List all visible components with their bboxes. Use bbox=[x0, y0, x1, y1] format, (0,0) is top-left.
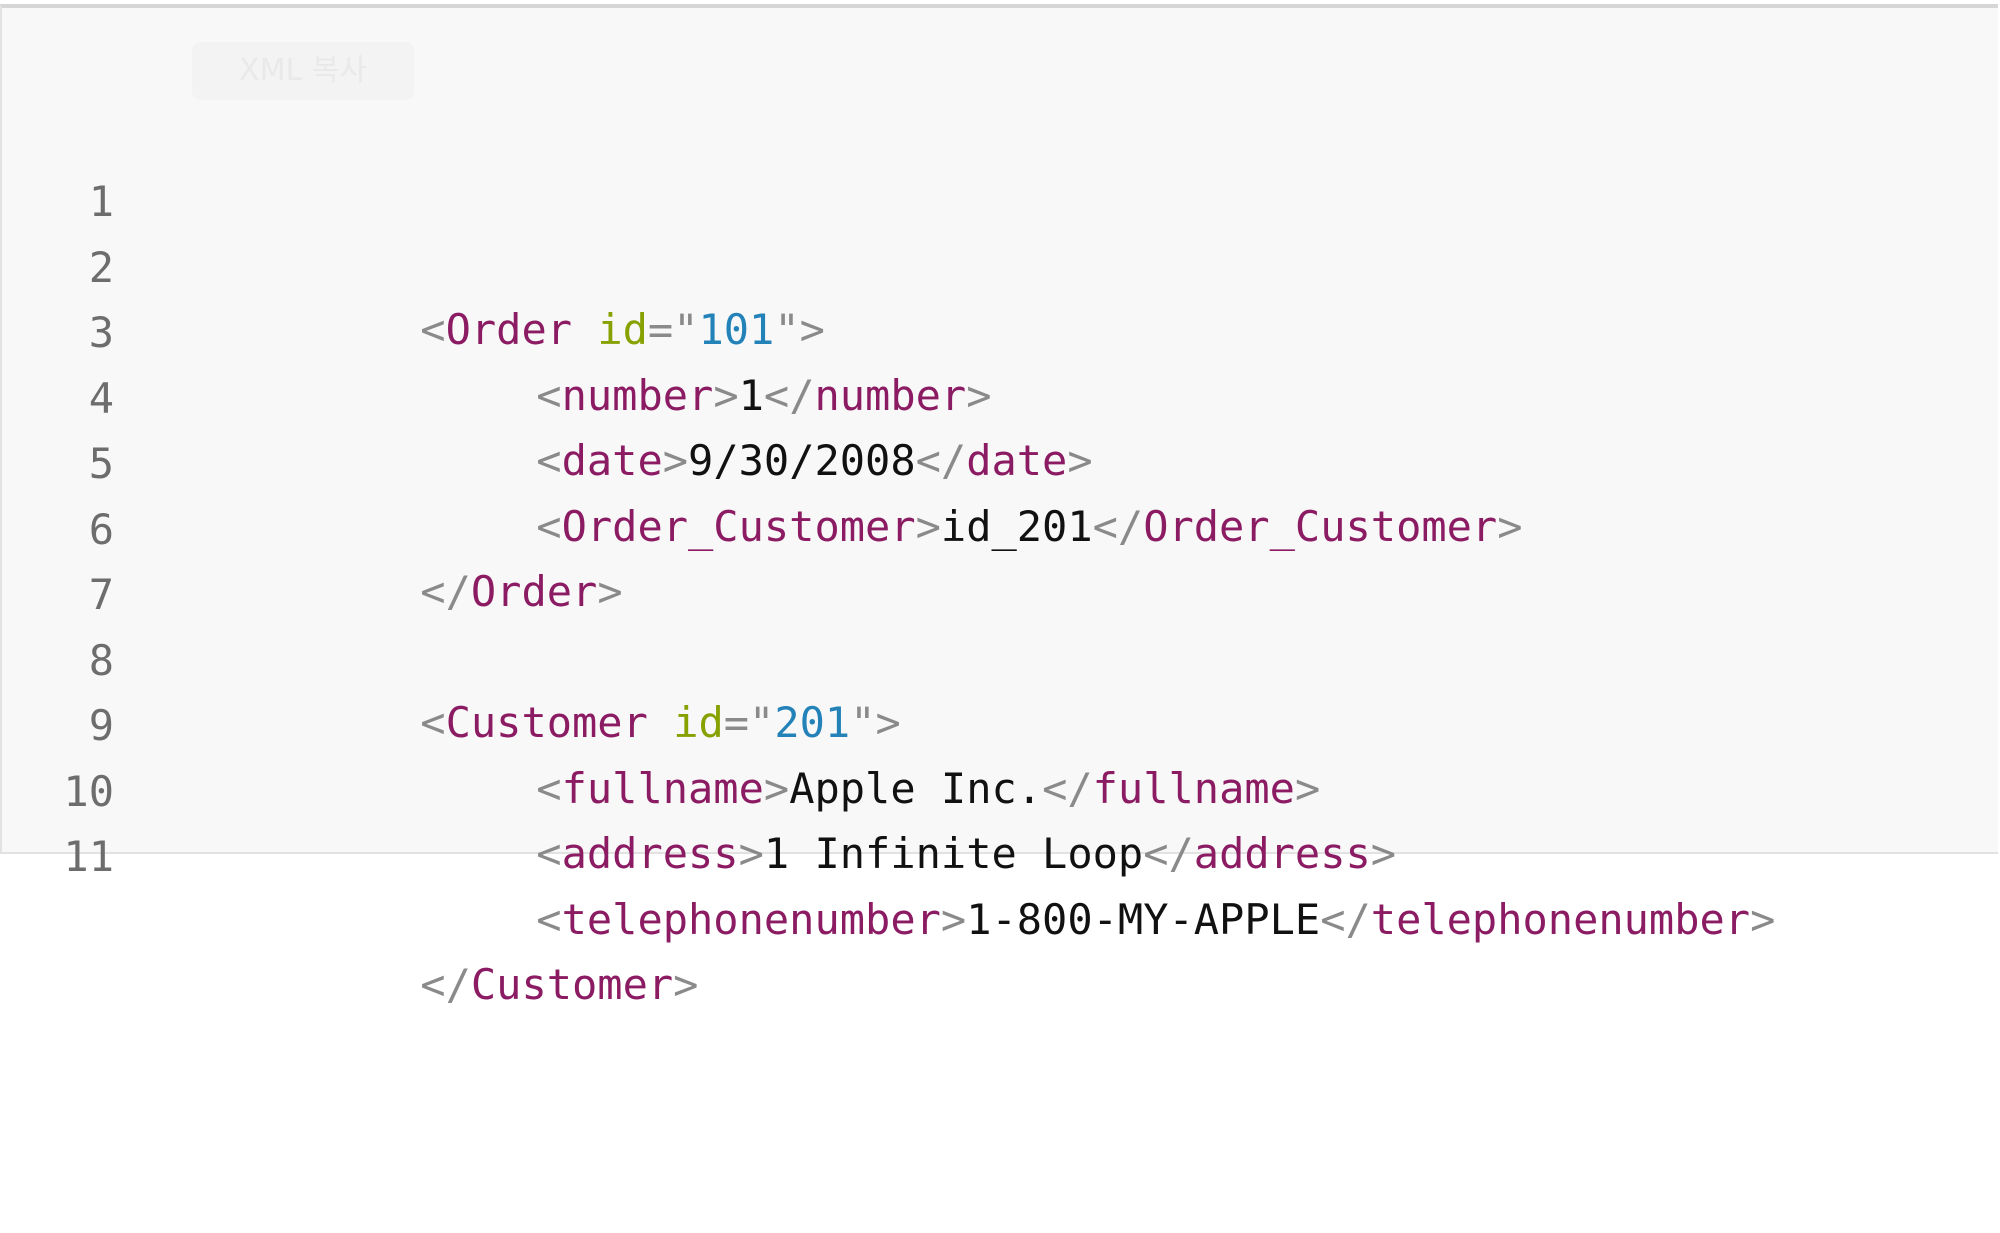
line-code-3: <date>9/30/2008</date> bbox=[334, 365, 1093, 557]
xml-tag-name: telephonenumber bbox=[1370, 895, 1751, 944]
xml-text-value: id_201 bbox=[940, 502, 1093, 551]
code-line-5: 5 </Order> bbox=[2, 368, 1998, 616]
xml-tag-name: number bbox=[814, 371, 967, 420]
line-number-6: 6 bbox=[88, 505, 114, 554]
xml-text-value: Apple Inc. bbox=[789, 764, 1043, 813]
xml-token-punctuation: "> bbox=[850, 698, 901, 747]
code-line-1: 1 <Order id="101"> bbox=[2, 106, 1998, 354]
xml-token-punctuation: > bbox=[763, 764, 790, 813]
code-lines: 1 <Order id="101"> 2 <number>1</number> … bbox=[2, 106, 1998, 1233]
xml-token-punctuation: > bbox=[915, 502, 941, 551]
xml-token-punctuation: < bbox=[420, 305, 446, 354]
code-line-6: 6 bbox=[2, 434, 1998, 554]
xml-token-punctuation: </ bbox=[1092, 502, 1144, 551]
xml-token-punctuation: < bbox=[420, 698, 446, 747]
xml-tag-name: Order_Customer bbox=[561, 502, 916, 551]
xml-tag-name: Order bbox=[470, 567, 598, 616]
xml-token-punctuation: =" bbox=[647, 305, 699, 354]
xml-token-punctuation: </ bbox=[420, 960, 471, 1009]
xml-token-punctuation: </ bbox=[915, 436, 967, 485]
xml-tag-name: fullname bbox=[561, 764, 764, 813]
xml-token-punctuation: > bbox=[1294, 764, 1321, 813]
xml-tag-name: Order_Customer bbox=[1143, 502, 1498, 551]
xml-tag-name: Order bbox=[445, 305, 573, 354]
copy-xml-button[interactable]: XML 복사 bbox=[192, 42, 414, 100]
xml-token-punctuation: < bbox=[536, 436, 562, 485]
code-line-3: 3 <date>9/30/2008</date> bbox=[2, 237, 1998, 485]
xml-text-value: 1-800-MY-APPLE bbox=[966, 895, 1321, 944]
xml-token-punctuation: > bbox=[1067, 436, 1093, 485]
xml-attribute-name: id bbox=[597, 305, 648, 354]
xml-tag-name: fullname bbox=[1092, 764, 1295, 813]
line-number-7: 7 bbox=[88, 570, 114, 619]
xml-token-punctuation: "> bbox=[774, 305, 825, 354]
xml-token-punctuation: </ bbox=[763, 371, 815, 420]
line-number-5: 5 bbox=[88, 439, 114, 488]
code-line-7: 7 <Customer id="201"> bbox=[2, 499, 1998, 747]
code-line-11: 11 </Customer> bbox=[2, 761, 1998, 1009]
xml-token-punctuation: </ bbox=[420, 567, 471, 616]
line-code-1: <Order id="101"> bbox=[218, 234, 825, 426]
xml-tag-name: number bbox=[561, 371, 714, 420]
line-code-7: <Customer id="201"> bbox=[218, 627, 901, 819]
xml-code-block: XML 복사 1 <Order id="101"> 2 <number>1</n… bbox=[0, 4, 1998, 1009]
xml-token-punctuation: </ bbox=[1320, 895, 1371, 944]
xml-token-punctuation: > bbox=[1750, 895, 1776, 944]
code-line-2: 2 <number>1</number> bbox=[2, 172, 1998, 420]
line-number-2: 2 bbox=[88, 243, 114, 292]
xml-attribute-value: 201 bbox=[774, 698, 851, 747]
code-line-10: 10 <telephonenumber>1-800-MY-APPLE</tele… bbox=[2, 696, 1998, 944]
line-number-3: 3 bbox=[88, 308, 114, 357]
line-number-1: 1 bbox=[88, 177, 114, 226]
xml-token-punctuation: < bbox=[536, 764, 562, 813]
line-code-11: </Customer> bbox=[218, 889, 698, 1081]
xml-token-punctuation: > bbox=[940, 895, 967, 944]
xml-token-punctuation: =" bbox=[723, 698, 775, 747]
xml-token-punctuation: > bbox=[966, 371, 992, 420]
line-code-4: <Order_Customer>id_201</Order_Customer> bbox=[334, 431, 1523, 623]
xml-token-punctuation: > bbox=[597, 567, 623, 616]
xml-attribute-name: id bbox=[673, 698, 724, 747]
xml-tag-name: date bbox=[561, 436, 663, 485]
line-number-9: 9 bbox=[88, 701, 114, 750]
line-number-10: 10 bbox=[63, 767, 114, 816]
xml-tag-name: date bbox=[966, 436, 1068, 485]
xml-token-punctuation: > bbox=[713, 371, 739, 420]
code-line-9: 9 <address>1 Infinite Loop</address> bbox=[2, 630, 1998, 878]
line-number-11: 11 bbox=[63, 832, 114, 881]
line-number-8: 8 bbox=[88, 636, 114, 685]
xml-token-punctuation: > bbox=[673, 960, 699, 1009]
xml-tag-name: Customer bbox=[445, 698, 648, 747]
xml-text-value: 9/30/2008 bbox=[688, 436, 916, 485]
xml-token-punctuation: < bbox=[536, 502, 562, 551]
xml-text-value: 1 bbox=[738, 371, 764, 420]
xml-token-punctuation: > bbox=[1497, 502, 1523, 551]
line-number-4: 4 bbox=[88, 374, 114, 423]
xml-token-punctuation: < bbox=[536, 371, 562, 420]
xml-token-punctuation: > bbox=[662, 436, 689, 485]
line-code-2: <number>1</number> bbox=[334, 300, 992, 492]
xml-tag-name: Customer bbox=[470, 960, 674, 1009]
xml-attribute-value: 101 bbox=[698, 305, 775, 354]
line-code-8: <fullname>Apple Inc.</fullname> bbox=[334, 693, 1320, 885]
code-line-4: 4 <Order_Customer>id_201</Order_Customer… bbox=[2, 303, 1998, 551]
xml-token-punctuation: </ bbox=[1042, 764, 1093, 813]
line-code-5: </Order> bbox=[218, 496, 623, 688]
code-line-8: 8 <fullname>Apple Inc.</fullname> bbox=[2, 565, 1998, 813]
